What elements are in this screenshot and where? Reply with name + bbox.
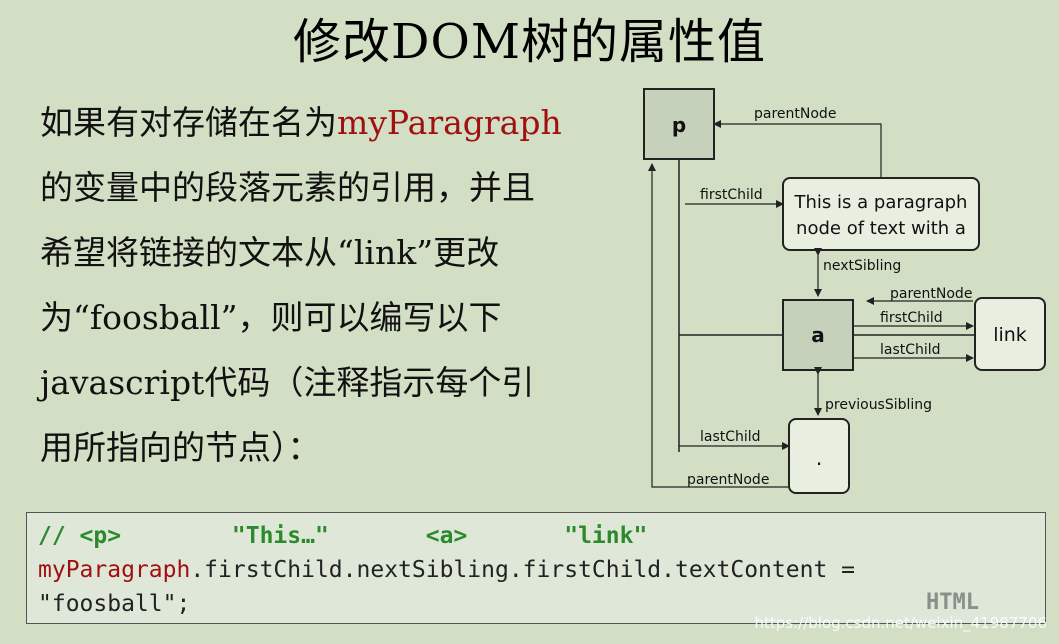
para-line-4: 为“foosball”，则可以编写以下 xyxy=(40,298,502,337)
code-block: // <p> "This…" <a> "link"myParagraph.fir… xyxy=(26,512,1046,624)
code-comment-p: <p> xyxy=(79,523,122,549)
node-text-line-2: node of text with a xyxy=(796,218,966,239)
para-line-2: 的变量中的段落元素的引用，并且 xyxy=(40,168,535,207)
variable-name: myParagraph xyxy=(337,103,562,142)
para-line-6: 用所指向的节点）： xyxy=(40,428,321,467)
code-comment-link: "link" xyxy=(564,523,648,549)
code-comment-this: "This…" xyxy=(231,523,329,549)
html-badge: HTML xyxy=(926,590,979,615)
code-comment-a: <a> xyxy=(425,523,468,549)
description-paragraph: 如果有对存储在名为myParagraph 的变量中的段落元素的引用，并且 希望将… xyxy=(40,90,615,480)
code-variable: myParagraph xyxy=(38,557,191,583)
code-line-statement: myParagraph.firstChild.nextSibling.first… xyxy=(38,553,1045,587)
para-line-5: javascript代码（注释指示每个引 xyxy=(40,363,535,402)
node-link xyxy=(974,297,1046,371)
dom-tree-diagram: p This is a paragraph node of text with … xyxy=(643,88,1046,494)
edge-label-first-child-a: firstChild xyxy=(880,310,943,326)
node-a-label: a xyxy=(811,323,825,347)
code-comment-slashes: // xyxy=(38,523,80,549)
code-line-value: "foosball"; xyxy=(38,591,191,617)
node-link-label: link xyxy=(993,324,1027,346)
edge-label-first-child-p: firstChild xyxy=(700,187,763,203)
node-text-line-1: This is a paragraph xyxy=(794,192,968,213)
node-dot xyxy=(788,418,850,494)
edge-parent-node-top xyxy=(713,120,882,178)
node-text xyxy=(782,177,980,251)
edge-label-last-child-a: lastChild xyxy=(880,342,941,358)
node-dot-label: . xyxy=(816,446,822,470)
para-line-1: 如果有对存储在名为myParagraph xyxy=(40,90,615,155)
node-p xyxy=(643,88,715,160)
edge-label-parent-node-link: parentNode xyxy=(890,286,972,302)
code-property-chain: .firstChild.nextSibling.firstChild.textC… xyxy=(190,557,855,583)
edge-label-next-sibling: nextSibling xyxy=(823,258,901,274)
node-p-label: p xyxy=(672,113,686,137)
edge-label-parent-node-top: parentNode xyxy=(754,106,836,122)
edge-label-last-child-p: lastChild xyxy=(700,429,761,445)
node-a xyxy=(782,299,854,371)
page-title: 修改DOM树的属性值 xyxy=(293,14,766,70)
edge-label-parent-node-bottom: parentNode xyxy=(687,472,769,488)
para-line-1-text: 如果有对存储在名为 xyxy=(40,103,337,142)
edge-label-previous-sibling: previousSibling xyxy=(825,397,932,413)
edge-parent-node-bottom xyxy=(648,163,789,488)
para-line-3: 希望将链接的文本从“link”更改 xyxy=(40,233,500,272)
code-line-comment: // <p> "This…" <a> "link" xyxy=(38,519,1045,553)
watermark: https://blog.csdn.net/weixin_41987706 xyxy=(754,614,1047,632)
